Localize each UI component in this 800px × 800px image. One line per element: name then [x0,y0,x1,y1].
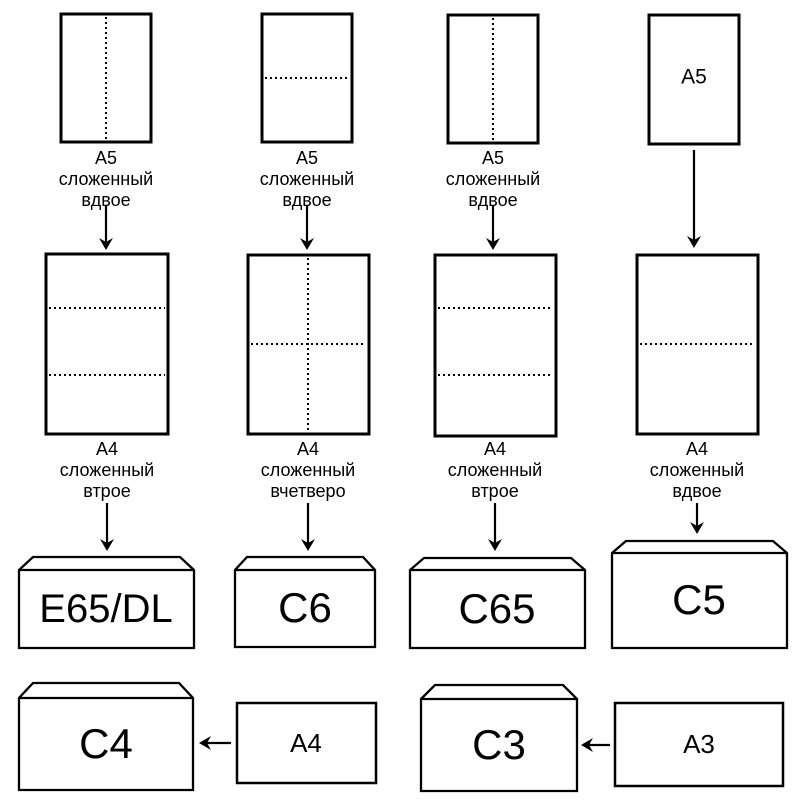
arrowhead-down-col1-top [99,238,113,250]
arrowhead-left-a4-to-c4 [199,736,211,750]
arrowhead-down-col4-mid [690,522,704,534]
label-line: вчетверо [270,481,346,501]
label-a5-folded-col3: А5 сложенный вдвое [446,148,540,211]
paper-a3-bottom [613,701,785,788]
paper-a4-bottom [235,701,378,785]
arrowhead-left-a3-to-c3 [581,738,593,752]
paper-a4-col4 [635,253,760,436]
label-envelope-c6: C6 [278,584,332,631]
label-line: сложенный [260,460,356,480]
label-envelope-c4: C4 [79,720,133,767]
label-line: вдвое [81,190,131,210]
arrowhead-down-col3-top [486,238,500,250]
label-line: А5 [295,148,319,168]
label-line: А5 [94,148,118,168]
arrowhead-down-col3-mid [488,539,502,551]
label-a4-folded-col2: А4 сложенный вчетверо [261,439,355,502]
label-line: сложенный [59,460,155,480]
label-line: А4 [95,439,119,459]
label-paper-a4-bottom: А4 [290,728,322,758]
paper-a4-col1 [44,252,170,436]
label-a4-folded-col1: А4 сложенный втрое [60,439,154,502]
label-line: А4 [685,439,709,459]
label-line: сложенный [447,460,543,480]
arrowhead-down-col4-top [687,236,701,248]
label-envelope-e65dl: E65/DL [39,587,173,631]
label-line: втрое [83,481,131,501]
label-a4-folded-col4: А4 сложенный вдвое [650,439,744,502]
label-envelope-c65: C65 [458,585,536,632]
arrowhead-down-col1-mid [100,539,114,551]
label-line: втрое [471,481,519,501]
arrowhead-down-col2-mid [301,539,315,551]
paper-a4-col3 [433,253,558,438]
label-line: сложенный [649,460,745,480]
label-line: сложенный [259,169,355,189]
label-a4-folded-col3: А4 сложенный втрое [448,439,542,502]
label-line: А4 [296,439,320,459]
label-a5-folded-col2: А5 сложенный вдвое [260,148,354,211]
arrowhead-down-col2-top [300,238,314,250]
label-line: сложенный [58,169,154,189]
label-line: А5 [481,148,505,168]
label-line: сложенный [445,169,541,189]
label-a5-inside-col4: А5 [681,65,707,89]
label-envelope-c5: C5 [672,576,726,623]
label-a5-folded-col1: А5 сложенный вдвое [59,148,153,211]
label-line: вдвое [282,190,332,210]
label-line: вдвое [672,481,722,501]
label-paper-a3-bottom: А3 [683,729,715,759]
label-envelope-c3: C3 [472,721,526,768]
label-line: вдвое [468,190,518,210]
paper-a5-col4 [647,13,741,146]
label-line: А4 [483,439,507,459]
